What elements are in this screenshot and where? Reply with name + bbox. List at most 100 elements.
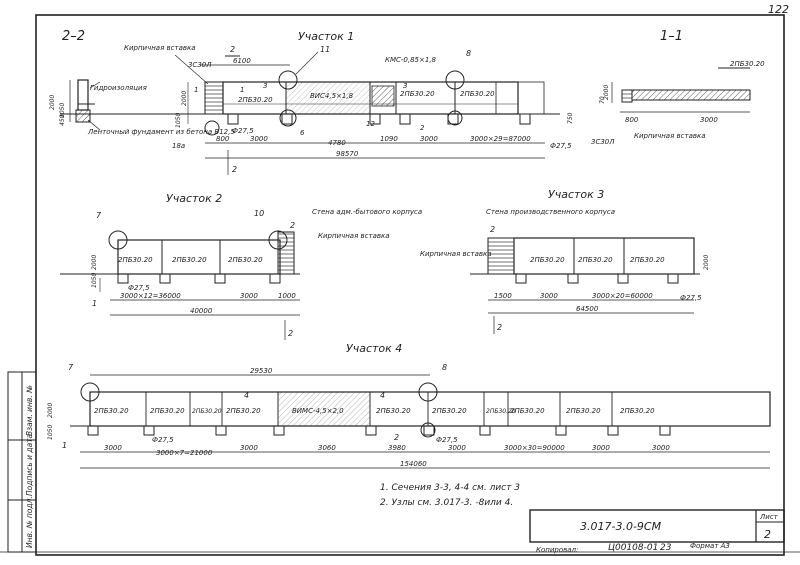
uch2-num7: 7 [96, 211, 102, 220]
uch1-title: Участок 1 [298, 30, 354, 43]
uch4-panel-9: 2ПБ30.20 [620, 407, 655, 415]
uch1-num18: 18а [172, 142, 185, 150]
uch4-panel-1: 2ПБ30.20 [150, 407, 185, 415]
uch4-panel-7: 2ПБ30.20 [510, 407, 545, 415]
side-label-vzam: Взам. инв. № [25, 385, 34, 436]
uch1-cut2-bottom: 2 [232, 165, 237, 174]
uch4-panel-5: 2ПБ30.20 [432, 407, 467, 415]
uch1-d3000: 3000 [250, 135, 268, 143]
uch1-num6: 6 [300, 129, 305, 137]
side-strip: Взам. инв. № Подпись и дата Инв. № подл. [7, 371, 37, 553]
uch4-panel-6: 2ПБ30.20 [486, 408, 516, 415]
stamp-copied: Копировал: [536, 546, 578, 554]
uch3-panel2: 2ПБ30.20 [578, 256, 613, 264]
uch2-num2-bottom: 2 [288, 329, 293, 338]
title-stamp: 3.017-3.0-9СМ Лист 2 Копировал: Ц00108-0… [529, 509, 785, 554]
sec11-d800: 800 [625, 116, 639, 124]
notes: 1. Сечения 3-3, 4-4 см. лист 3 2. Узлы с… [380, 483, 520, 508]
uch3-title: Участок 3 [548, 188, 604, 201]
uch1-d800: 800 [216, 135, 230, 143]
section-2-2-title: 2–2 [62, 29, 85, 44]
uch4-panel-3: 2ПБ30.20 [226, 407, 261, 415]
uch1-panel-c: 2ПБ30.20 [460, 90, 495, 98]
uch3-phi: Ф27,5 [680, 294, 702, 302]
sec22-hydro: Гидроизоляция [90, 84, 147, 92]
uch1-zp: 3С30Л [188, 61, 212, 69]
uch1-h2000: 2000 [181, 91, 188, 106]
uch1-panel-a: 2ПБ30.20 [238, 96, 273, 104]
uch1-d6100: 6100 [233, 57, 251, 65]
uch3-d1: 1500 [494, 292, 512, 300]
uch4-title: Участок 4 [346, 342, 402, 355]
sheet-number: 122 [768, 3, 789, 16]
uch2-phi: Ф27,5 [128, 284, 150, 292]
uch2-h2000: 2000 [91, 255, 98, 270]
note-1: 1. Сечения 3-3, 4-4 см. лист 3 [380, 483, 520, 493]
uch1-cut2-top: 2 [230, 45, 235, 54]
uch1-brick: Кирпичная вставка [124, 44, 196, 52]
uch4-panel-4: 2ПБ30.20 [376, 407, 411, 415]
sec22-h450: 450 [59, 114, 66, 126]
sec11-h2000: 2000 [603, 85, 610, 100]
uch1-d4780: 4780 [328, 139, 346, 147]
uch4-num8: 8 [442, 363, 447, 372]
stamp-num: 23 [660, 543, 672, 553]
sec11-h70: 70 [599, 96, 606, 104]
uch1-num3b: 3 [403, 82, 407, 90]
uch4-panel-2: 2ПБ30.20 [192, 408, 222, 415]
uch1-panel-vis: ВИС4,5×1,8 [310, 92, 354, 100]
uch1-num3: 3 [263, 82, 267, 90]
uch3-num2-top: 2 [490, 225, 495, 234]
uch3-d3: 3000×20=60000 [592, 292, 653, 300]
uch1-phi-b: Ф27,5 [550, 142, 572, 150]
uch3-panel1: 2ПБ30.20 [530, 256, 565, 264]
uch2-d2: 3000 [240, 292, 258, 300]
uch1-h750: 750 [567, 112, 574, 124]
section-1-1: 1–1 2ПБ30.20 2000 70 800 3000 3С30Л Кирп… [591, 29, 765, 146]
uch4-d3000x7: 3000×7=21000 [156, 449, 213, 457]
uch4-phi1: Ф27,5 [152, 436, 174, 444]
uch2-title: Участок 2 [166, 192, 222, 205]
side-label-podpis: Подпись и дата [25, 433, 34, 496]
uch4-h2000: 2000 [47, 403, 54, 418]
uch3-panel3: 2ПБ30.20 [630, 256, 665, 264]
uchastok-3: Участок 3 Стена производственного корпус… [420, 188, 710, 334]
uch1-d3000x29: 3000×29=87000 [470, 135, 531, 143]
sec11-brick: Кирпичная вставка [634, 132, 706, 140]
uch1-h1050: 1050 [175, 113, 182, 128]
uch4-d3980: 3980 [388, 444, 406, 452]
stamp-inv: Ц00108-01 [608, 543, 658, 553]
sec22-h1050: 1050 [59, 103, 66, 118]
uch4-num4b: 4 [380, 391, 385, 400]
uchastok-2: Участок 2 Стена адм.-бытового корпуса Ки… [60, 192, 422, 340]
uch1-panel-b: 2ПБ30.20 [400, 90, 435, 98]
uch4-d29530: 29530 [250, 367, 273, 375]
uch2-panel3: 2ПБ30.20 [228, 256, 263, 264]
uch4-panel-vis: ВИМС-4,5×2,0 [292, 407, 344, 415]
uch1-num2: 2 [420, 124, 425, 132]
section-1-1-title: 1–1 [660, 29, 683, 44]
stamp-format: Формат А3 [690, 542, 730, 550]
side-label-inv: Инв. № подл. [25, 496, 34, 548]
uch1-d3000b: 3000 [420, 135, 438, 143]
uchastok-1: Участок 1 2 6100 2ПБ30.20 ВИС4,5×1,8 2ПБ… [60, 30, 574, 175]
uch3-brick: Кирпичная вставка [420, 250, 492, 258]
note-2: 2. Узлы см. 3.017-3. -8или 4. [380, 498, 513, 508]
uch4-d3000b: 3000 [240, 444, 258, 452]
uch1-d1090: 1090 [380, 135, 398, 143]
uch2-brick: Кирпичная вставка [318, 232, 390, 240]
uch1-num8: 8 [466, 49, 471, 58]
uchastok-4: Участок 4 29530 2ПБ30.20 2ПБ30.20 2ПБ30.… [47, 342, 771, 469]
uch1-num1b: 1 [240, 86, 244, 94]
uch4-d3000a: 3000 [104, 444, 122, 452]
uch2-panel2: 2ПБ30.20 [172, 256, 207, 264]
uch4-panel-0: 2ПБ30.20 [94, 407, 129, 415]
uch1-panel-kms: КМС-0,85×1,8 [385, 56, 437, 64]
sec11-d3000: 3000 [700, 116, 718, 124]
uch2-d1: 3000×12=36000 [120, 292, 181, 300]
uch3-wall: Стена производственного корпуса [486, 208, 615, 216]
uch4-phi2: Ф27,5 [436, 436, 458, 444]
uch1-num12: 12 [366, 120, 375, 128]
uch3-h2000: 2000 [703, 255, 710, 270]
